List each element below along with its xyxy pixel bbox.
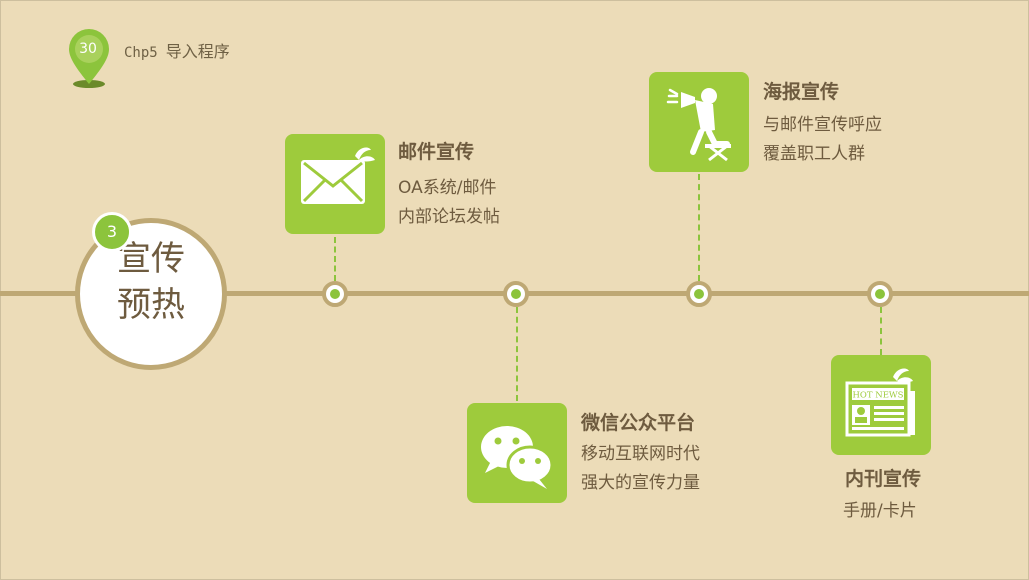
chapter-code: Chp5 (124, 45, 158, 61)
connector-1 (334, 237, 336, 281)
item-title-wechat: 微信公众平台 (581, 412, 696, 434)
item-desc-email: OA系统/邮件 内部论坛发帖 (398, 174, 500, 232)
item-desc-newsletter: 手册/卡片 (843, 497, 917, 526)
item-title-poster: 海报宣传 (763, 81, 840, 103)
timeline-node-4 (867, 281, 893, 307)
item-desc-line2: 内部论坛发帖 (398, 207, 500, 227)
email-icon (301, 147, 375, 204)
page-number: 30 (79, 41, 97, 57)
item-desc-line2: 强大的宣传力量 (581, 473, 700, 493)
megaphone-person-icon (666, 88, 731, 162)
poster-tile (649, 72, 749, 172)
connector-4 (880, 307, 882, 355)
item-desc-line2: 覆盖职工人群 (763, 144, 865, 164)
email-tile (285, 134, 385, 234)
center-title-line2: 预热 (117, 285, 185, 325)
item-desc-wechat: 移动互联网时代 强大的宣传力量 (581, 440, 700, 498)
item-desc-line1: 手册/卡片 (843, 501, 917, 521)
wechat-icon (481, 426, 554, 489)
connector-2 (516, 307, 518, 401)
newsletter-tile: HOT NEWS (831, 355, 931, 455)
item-desc-poster: 与邮件宣传呼应 覆盖职工人群 (763, 111, 882, 169)
chapter-heading: Chp5 导入程序 (124, 38, 230, 62)
item-title-newsletter: 内刊宣传 (845, 468, 922, 490)
center-title: 宣传 预热 (75, 236, 227, 328)
timeline-node-1 (322, 281, 348, 307)
item-title-email: 邮件宣传 (398, 141, 475, 163)
connector-3 (698, 174, 700, 281)
location-pin-icon (69, 29, 109, 88)
item-desc-line1: OA系统/邮件 (398, 178, 497, 198)
wechat-tile (467, 403, 567, 503)
timeline-node-2 (503, 281, 529, 307)
hot-news-label: HOT NEWS (853, 391, 904, 401)
chapter-title: 导入程序 (165, 42, 230, 61)
item-desc-line1: 移动互联网时代 (581, 444, 700, 464)
item-desc-line1: 与邮件宣传呼应 (763, 115, 882, 135)
step-number-badge: 3 (92, 212, 132, 252)
timeline-node-3 (686, 281, 712, 307)
center-title-line1: 宣传 (117, 239, 185, 279)
hot-news-icon: HOT NEWS (845, 368, 915, 437)
